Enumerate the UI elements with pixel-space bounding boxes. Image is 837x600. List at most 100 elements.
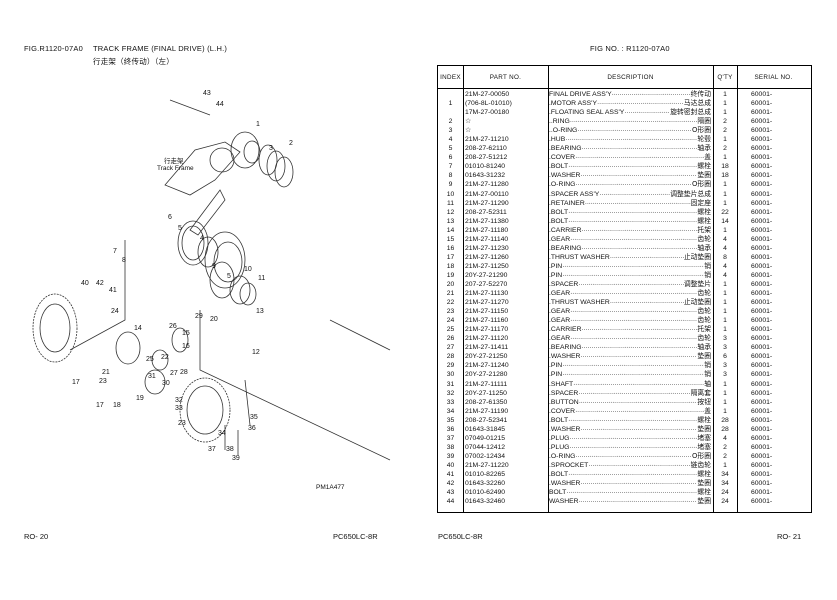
dot-leader [570,334,697,343]
description-en: .COVER [549,154,576,162]
dot-leader [599,190,670,199]
cell-serial-no: 60001- [751,470,773,478]
dot-leader [562,262,704,271]
dot-leader [585,199,691,208]
dot-leader [581,144,697,153]
cell-serial-no: 60001- [751,434,773,442]
cell-index: 36 [446,425,455,433]
callout: 37 [208,446,216,453]
callout: 11 [258,275,265,282]
description-cn: 隔圈 [697,117,711,126]
cell-description: .GEAR齿轮 [548,307,713,316]
cell-qty: 3 [723,362,727,370]
cell-qty: 34 [721,470,729,478]
cell-description: .WASHER垫圈 [548,425,713,434]
description-en: .GEAR [549,335,571,343]
cell-serial-no: 60001- [751,407,773,415]
description-en: .BEARING [549,244,582,252]
cell-part-no: 21M-27-11260 [465,253,509,261]
cell-description: .PLUG堵塞 [548,434,713,443]
cell-description: .SHAFT轴 [548,380,713,389]
figure-title: TRACK FRAME (FINAL DRIVE) (L.H.) [93,44,228,53]
callout: 30 [162,380,170,387]
callout: 1 [256,121,260,128]
description-cn: 轴承 [697,144,711,153]
description-cn: 堵塞 [697,442,711,451]
callout: 12 [252,349,260,356]
dot-leader [568,217,697,226]
callout: 3 [269,145,273,152]
description-en: .WASHER [549,172,581,180]
cell-index: 2 [448,118,453,126]
description-en: .RETAINER [549,199,585,207]
cell-description: ..O-RINGO形圈 [548,126,713,135]
dot-leader [569,434,697,443]
table-header: INDEX PART NO. DESCRIPTION Q'TY SERIAL N… [438,66,811,89]
cell-part-no: 21M-27-11160 [465,317,509,325]
cell-serial-no: 60001- [751,172,773,180]
cell-index: 6 [448,154,453,162]
cell-index: 14 [446,226,455,234]
cell-part-no: 21M-27-11280 [465,181,509,189]
dot-leader [566,488,697,497]
dot-leader [570,289,697,298]
cell-description: .FLOATING SEAL ASS'Y旋转密封总成 [548,108,713,117]
callout: 6 [168,214,172,221]
cell-serial-no: 60001- [751,452,773,460]
cell-description: .PLUG堵塞 [548,443,713,452]
cell-qty: 2 [723,127,727,135]
cell-part-no: 21M-27-11240 [465,362,509,370]
description-en: .FLOATING SEAL ASS'Y [549,109,625,117]
cell-serial-no: 60001- [751,91,773,98]
description-cn: 链齿轮 [690,460,711,469]
cell-qty: 1 [723,461,727,469]
parts-table: INDEX PART NO. DESCRIPTION Q'TY SERIAL N… [437,65,812,513]
cell-part-no: 07049-01215 [465,434,506,442]
dot-leader [570,316,697,325]
description-en: .BEARING [549,344,582,352]
description-cn: 止动垫圈 [683,252,711,261]
cell-part-no: 21M-27-11250 [465,262,509,270]
cell-part-no: 21M-27-11380 [465,217,509,225]
callout: 36 [248,425,256,432]
description-cn: 齿轮 [697,234,711,243]
callout: 31 [148,373,156,380]
description-cn: 托架 [697,225,711,234]
exploded-parts-diagram: 43 44 1 3 2 6 5 4 7 8 9 5 10 11 40 42 41… [32,90,391,462]
cell-description: .GEAR齿轮 [548,289,713,298]
dot-leader [568,208,697,217]
cell-description: ..RING隔圈 [548,117,713,126]
cell-description: .BOLT螺栓 [548,208,713,217]
callout-labels: 43 44 1 3 2 6 5 4 7 8 9 5 10 11 40 42 41… [72,90,293,462]
cell-index: 5 [448,145,453,153]
cell-serial-no: 60001- [751,208,773,216]
cell-description: FINAL DRIVE ASS'Y终传动 [548,90,713,99]
cell-serial-no: 60001- [751,489,773,497]
dot-leader [575,452,692,461]
cell-qty: 18 [721,163,729,171]
cell-serial-no: 60001- [751,145,773,153]
description-en: ..O-RING [549,127,578,135]
description-en: .BUTTON [549,398,579,406]
cell-part-no: 20Y-27-11250 [465,389,507,397]
dot-leader [581,244,697,253]
callout: 18 [113,402,121,409]
cell-part-no: 07002-12434 [465,452,506,460]
cell-serial-no: 60001- [751,299,773,307]
description-cn: 马达总成 [683,99,711,108]
cell-qty: 1 [723,398,727,406]
description-en: .O-RING [549,452,576,460]
description-cn: 螺栓 [697,469,711,478]
cell-qty: 28 [721,416,729,424]
description-cn: 轴承 [697,343,711,352]
cell-index: 16 [446,244,455,252]
callout: 24 [111,308,119,315]
cell-serial-no: 60001- [751,154,773,162]
